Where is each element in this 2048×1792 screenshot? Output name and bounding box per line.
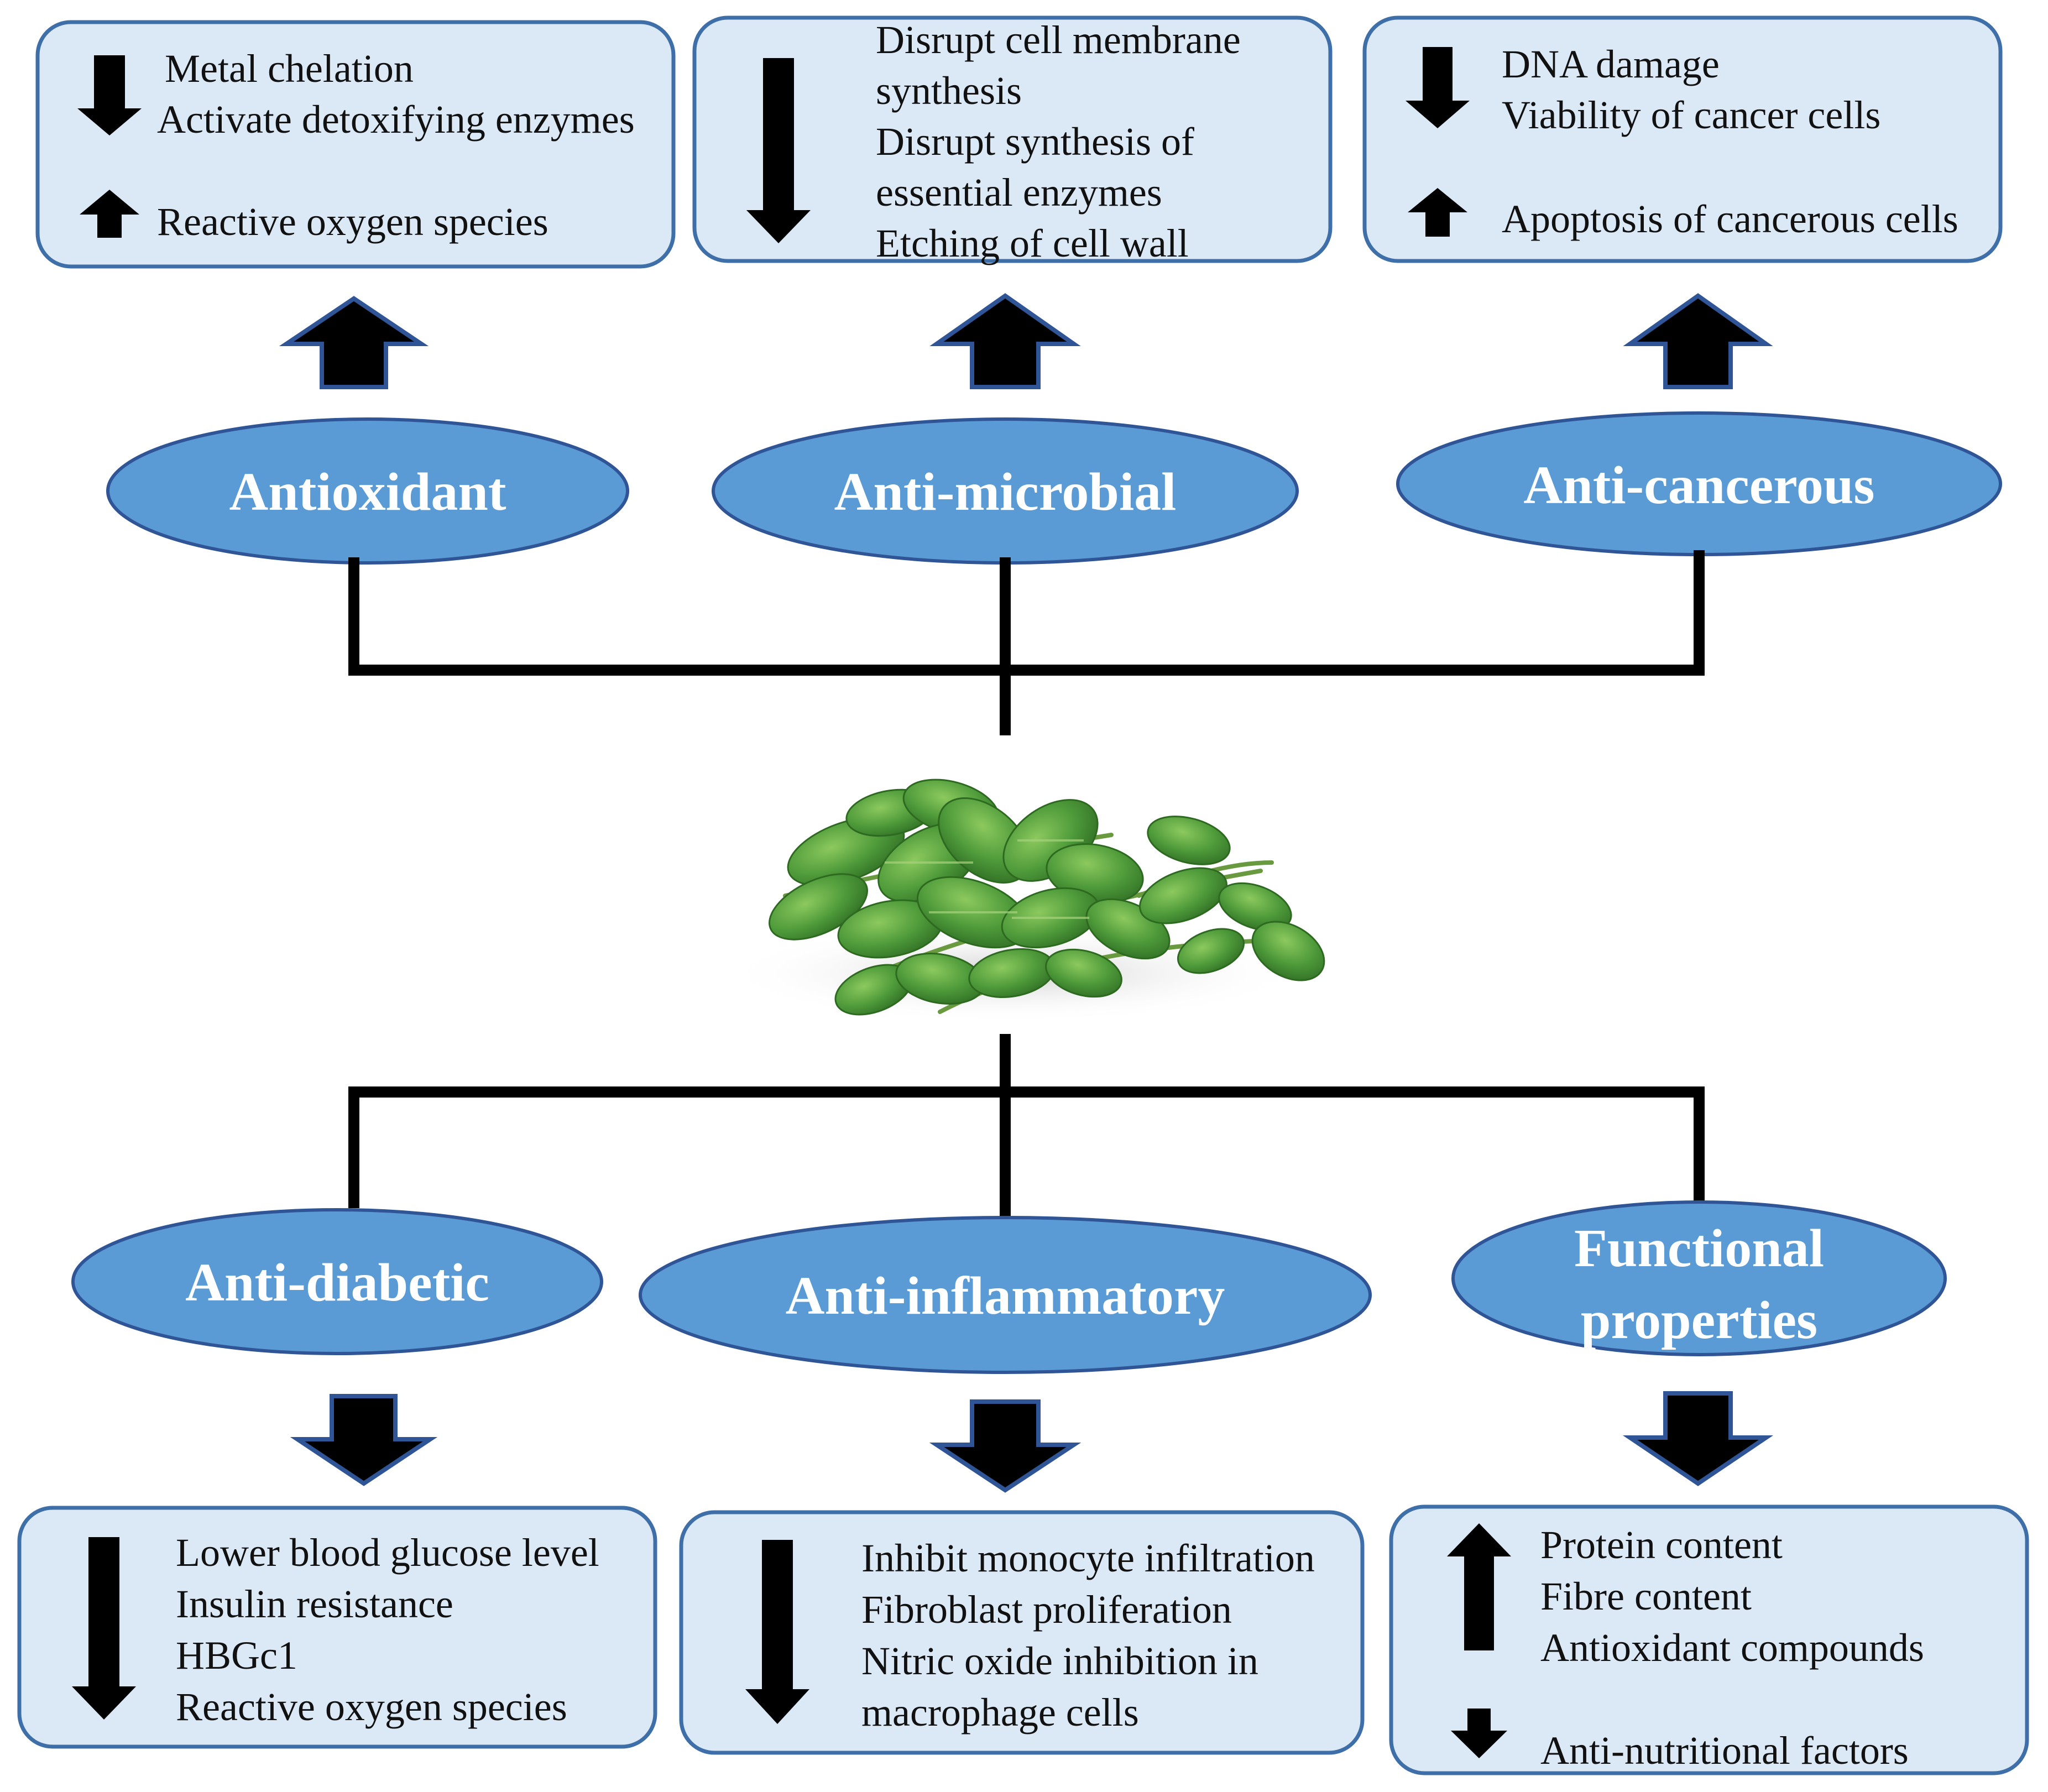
- anticancerous-decrease-item-1: DNA damage: [1502, 42, 1720, 86]
- down-arrow-antidiabetic: [290, 1394, 438, 1486]
- antioxidant-effects-box: Metal chelation Activate detoxifying enz…: [35, 20, 676, 269]
- functional-properties-box: Protein content Fibre content Antioxidan…: [1389, 1504, 2029, 1775]
- decrease-arrow-icon: [77, 55, 142, 135]
- down-arrow-functional: [1622, 1391, 1774, 1486]
- antioxidant-decrease-item-1: Metal chelation: [165, 46, 414, 91]
- antiinflammatory-effects-box: Inhibit monocyte infiltration Fibroblast…: [679, 1510, 1365, 1755]
- anticancerous-label: Anti-cancerous: [1523, 456, 1874, 515]
- antioxidant-node: Antioxidant: [106, 417, 629, 565]
- functional-properties-node: Functional properties: [1451, 1200, 1947, 1356]
- antiinflammatory-item-3: Nitric oxide inhibition in: [861, 1639, 1258, 1683]
- antioxidant-label: Antioxidant: [229, 462, 506, 522]
- decrease-arrow-icon: [746, 58, 811, 243]
- antimicrobial-item-1: Disrupt cell membrane: [876, 18, 1241, 62]
- anticancerous-node: Anti-cancerous: [1396, 411, 2002, 556]
- decrease-arrow-icon: [1451, 1709, 1507, 1758]
- antimicrobial-item-2: synthesis: [876, 69, 1022, 113]
- anticancerous-effects-box: DNA damage Viability of cancer cells Apo…: [1362, 15, 2003, 263]
- functional-label-line2: properties: [1581, 1291, 1817, 1350]
- antimicrobial-label: Anti-microbial: [834, 462, 1177, 522]
- antidiabetic-effects-box: Lower blood glucose level Insulin resist…: [17, 1506, 657, 1749]
- decrease-arrow-icon: [1406, 47, 1470, 128]
- antiinflammatory-item-1: Inhibit monocyte infiltration: [861, 1536, 1315, 1580]
- antimicrobial-node: Anti-microbial: [712, 417, 1299, 565]
- increase-arrow-icon: [80, 190, 139, 238]
- antimicrobial-effects-box: Disrupt cell membrane synthesis Disrupt …: [692, 15, 1333, 265]
- antidiabetic-item-3: HBGc1: [176, 1633, 297, 1678]
- moringa-leaves-image: [724, 779, 1325, 1023]
- functional-decrease-item-1: Anti-nutritional factors: [1540, 1728, 1909, 1773]
- decrease-arrow-icon: [72, 1537, 136, 1720]
- increase-arrow-icon: [1447, 1523, 1511, 1650]
- antiinflammatory-label: Anti-inflammatory: [786, 1266, 1225, 1326]
- antioxidant-increase-item-1: Reactive oxygen species: [157, 200, 548, 244]
- functional-increase-item-3: Antioxidant compounds: [1540, 1626, 1924, 1670]
- antiinflammatory-item-2: Fibroblast proliferation: [861, 1587, 1232, 1632]
- decrease-arrow-icon: [745, 1540, 809, 1724]
- antidiabetic-node: Anti-diabetic: [71, 1208, 603, 1355]
- up-arrow-antioxidant: [279, 296, 429, 389]
- antimicrobial-item-3: Disrupt synthesis of: [876, 119, 1194, 164]
- antidiabetic-item-2: Insulin resistance: [176, 1582, 453, 1626]
- anticancerous-increase-item-1: Apoptosis of cancerous cells: [1502, 197, 1958, 241]
- bottom-connector: [348, 1034, 1705, 1219]
- antidiabetic-label: Anti-diabetic: [185, 1253, 489, 1313]
- antiinflammatory-item-4: macrophage cells: [861, 1690, 1139, 1734]
- functional-label-line1: Functional: [1574, 1219, 1824, 1278]
- up-arrow-antimicrobial: [929, 293, 1081, 389]
- antioxidant-decrease-item-2: Activate detoxifying enzymes: [157, 97, 635, 142]
- down-arrow-antiinflammatory: [929, 1399, 1082, 1493]
- antimicrobial-item-4: essential enzymes: [876, 170, 1162, 215]
- increase-arrow-icon: [1408, 188, 1467, 237]
- functional-increase-item-2: Fibre content: [1540, 1574, 1752, 1618]
- antimicrobial-item-5: Etching of cell wall: [876, 221, 1189, 265]
- top-connector: [348, 550, 1705, 735]
- anticancerous-decrease-item-2: Viability of cancer cells: [1502, 93, 1880, 137]
- antidiabetic-item-1: Lower blood glucose level: [176, 1530, 599, 1575]
- up-arrow-anticancerous: [1623, 293, 1773, 389]
- antiinflammatory-node: Anti-inflammatory: [639, 1216, 1372, 1374]
- antidiabetic-item-4: Reactive oxygen species: [176, 1685, 567, 1729]
- functional-increase-item-1: Protein content: [1540, 1523, 1783, 1567]
